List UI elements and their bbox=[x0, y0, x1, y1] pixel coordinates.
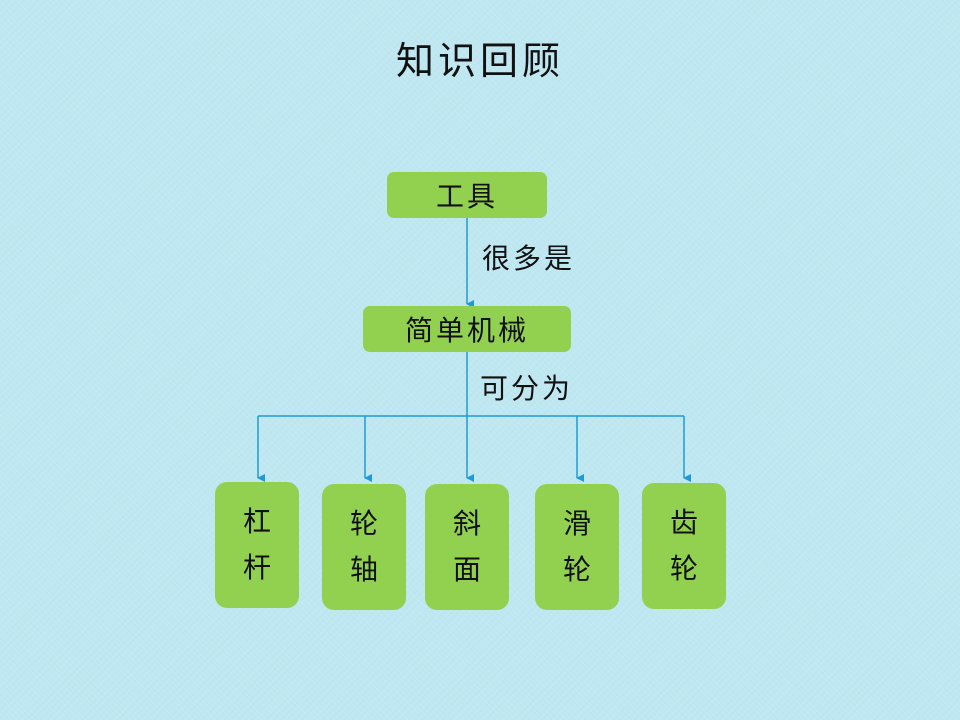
child-node-text: 杠 bbox=[242, 505, 271, 538]
child-node-text: 杆 bbox=[242, 551, 271, 584]
slide-title: 知识回顾 bbox=[395, 39, 564, 83]
edge-label-root-to-mid: 很多是 bbox=[482, 242, 576, 275]
child-node-lever: 杠 杆 bbox=[215, 482, 299, 608]
child-node-text: 轮 bbox=[562, 553, 591, 586]
child-node-text: 斜 bbox=[452, 507, 481, 540]
child-node-text: 齿 bbox=[669, 506, 698, 539]
child-node-text: 轴 bbox=[349, 553, 378, 586]
child-node-text: 轮 bbox=[669, 552, 698, 585]
child-node-text: 滑 bbox=[562, 507, 591, 540]
child-node-wheel-axle: 轮 轴 bbox=[322, 484, 406, 610]
root-node: 工具 bbox=[387, 172, 547, 218]
child-node-text: 轮 bbox=[349, 507, 378, 540]
child-node-inclined-plane: 斜 面 bbox=[425, 484, 509, 610]
mid-node: 简单机械 bbox=[363, 306, 571, 352]
mid-node-label: 简单机械 bbox=[404, 314, 529, 347]
child-node-gear: 齿 轮 bbox=[642, 483, 726, 609]
child-node-pulley: 滑 轮 bbox=[535, 484, 619, 610]
edge-label-mid-to-children: 可分为 bbox=[480, 372, 574, 405]
root-node-label: 工具 bbox=[435, 180, 498, 213]
child-node-text: 面 bbox=[452, 553, 481, 586]
